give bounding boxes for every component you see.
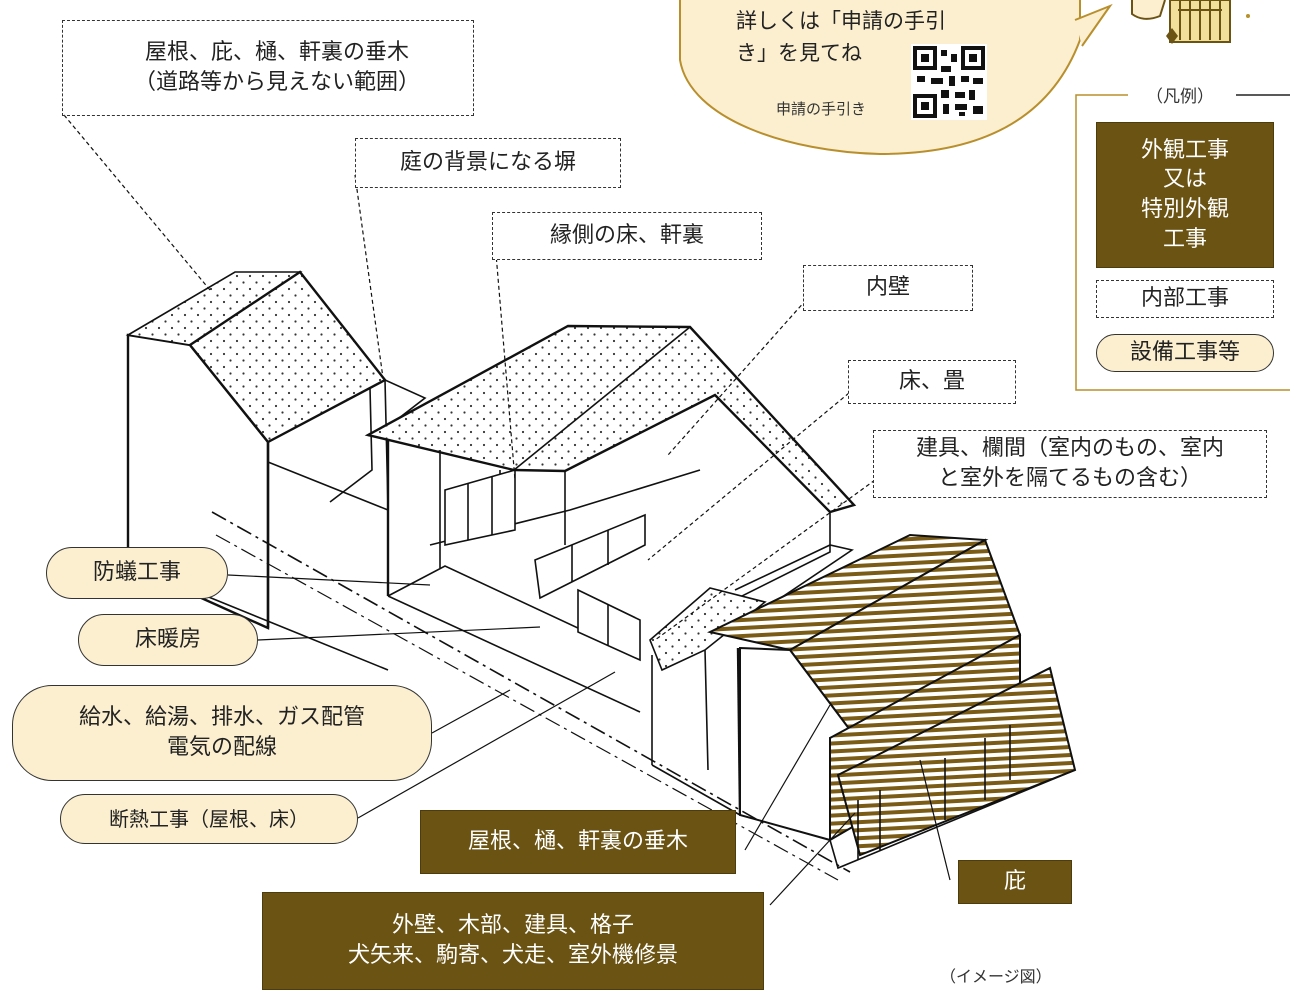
legend-title: （凡例） <box>1128 82 1232 107</box>
label-plumbing-wiring: 給水、給湯、排水、ガス配管 電気の配線 <box>12 685 432 781</box>
label-roof-hidden-area: 屋根、庇、樋、軒裏の垂木 （道路等から見えない範囲） <box>62 20 474 116</box>
label-inner-wall: 内壁 <box>803 265 973 311</box>
label-veranda-floor: 縁側の床、軒裏 <box>492 212 762 260</box>
label-insulation-work: 断熱工事（屋根、床） <box>60 794 358 844</box>
speech-bubble-text: 詳しくは「申請の手引 き」を見てね <box>736 9 946 65</box>
label-termite-work: 防蟻工事 <box>46 547 228 599</box>
qr-code-label: 申請の手引き <box>776 100 867 118</box>
label-fittings-transoms: 建具、欄間（室内のもの、室内 と室外を隔てるもの含む） <box>873 430 1267 498</box>
legend-exterior-work: 外観工事 又は 特別外観 工事 <box>1096 122 1274 268</box>
figure-caption: （イメージ図） <box>940 967 1052 986</box>
label-floor-tatami: 床、畳 <box>848 360 1016 404</box>
legend-interior-work: 内部工事 <box>1096 280 1274 318</box>
leader-lines <box>63 114 951 906</box>
house-drawing <box>125 270 1077 881</box>
label-floor-heating: 床暖房 <box>78 614 258 666</box>
label-garden-wall: 庭の背景になる塀 <box>355 138 621 188</box>
label-eave: 庇 <box>958 860 1072 904</box>
label-front-roof: 屋根、樋、軒裏の垂木 <box>420 810 736 874</box>
character-illustration-icon <box>1131 0 1250 44</box>
qr-code-icon <box>911 44 987 120</box>
legend-frame <box>1075 94 1290 391</box>
label-facade-work: 外壁、木部、建具、格子 犬矢来、駒寄、犬走、室外機修景 <box>262 892 764 990</box>
legend-equipment-work: 設備工事等 <box>1096 334 1274 372</box>
